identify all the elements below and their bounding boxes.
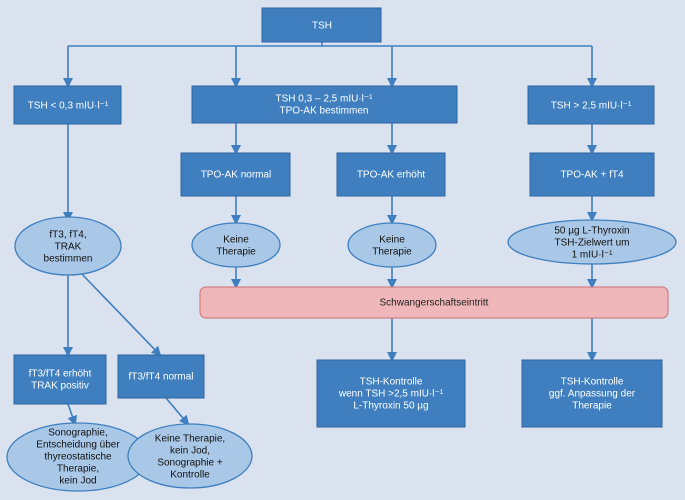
label-line: Keine Therapie,: [155, 434, 225, 445]
label-line: TPO-AK erhöht: [357, 170, 426, 181]
label-line: fT3/fT4 normal: [128, 372, 193, 383]
label-line: TRAK positiv: [31, 381, 89, 392]
label-line: TPO-AK bestimmen: [280, 106, 369, 117]
label-line: Therapie,: [57, 464, 99, 475]
tsh-low-label: TSH < 0,3 mIU·l⁻¹: [28, 101, 109, 112]
tsh-high-box: [527, 85, 655, 125]
label-line: kein Jod: [59, 476, 96, 487]
label-line: Schwangerschaftseintritt: [380, 298, 489, 309]
no-therapy-label: Keine Therapie,kein Jod,Sonographie +Kon…: [155, 434, 225, 481]
label-line: TPO-AK normal: [201, 170, 272, 181]
tsh-low-box: [13, 85, 122, 125]
thyroxin-oval: [507, 219, 677, 265]
ft3-normal-label: fT3/fT4 normal: [128, 372, 193, 383]
pregnancy-label: Schwangerschaftseintritt: [380, 298, 489, 309]
label-line: Entscheidung über: [36, 440, 120, 451]
control-2-box: [521, 359, 663, 428]
ft3-high-box: [13, 354, 107, 405]
label-line: Keine: [379, 235, 405, 246]
tpo-high-box: [336, 152, 446, 197]
label-line: Therapie: [216, 247, 256, 258]
label-line: TSH: [312, 21, 332, 32]
label-line: Kontrolle: [170, 470, 210, 481]
tpo-normal-label: TPO-AK normal: [201, 170, 272, 181]
label-line: TRAK: [55, 242, 82, 253]
no-therapy-oval: [127, 423, 253, 489]
label-line: fT3, fT4,: [49, 230, 86, 241]
tpo-high-label: TPO-AK erhöht: [357, 170, 426, 181]
label-line: fT3/fT4 erhöht: [29, 369, 92, 380]
label-line: 1 mIU·l⁻¹: [572, 250, 614, 261]
process-boxes: [13, 7, 663, 428]
tsh-box: [261, 7, 382, 43]
arrow-to-no-therapy: [165, 397, 190, 426]
label-line: wenn TSH >2,5 mIU·l⁻¹: [338, 389, 444, 400]
tpo-ft4-label: TPO-AK + fT4: [560, 170, 624, 181]
label-line: Keine: [223, 235, 249, 246]
keine-2-oval: [347, 222, 437, 268]
tsh-label: TSH: [312, 21, 332, 32]
label-line: Sonographie +: [157, 458, 222, 469]
label-line: Therapie: [372, 247, 412, 258]
label-line: Therapie: [572, 401, 612, 412]
arrow-to-ft3-normal: [77, 269, 162, 357]
connectors: [63, 42, 597, 426]
label-line: TSH > 2,5 mIU·l⁻¹: [551, 101, 632, 112]
control-1-box: [316, 359, 466, 428]
label-line: Sonographie,: [48, 428, 108, 439]
decision-ovals: [6, 216, 677, 492]
label-line: 50 µg L-Thyroxin: [554, 226, 629, 237]
label-line: ggf. Anpassung der: [549, 389, 636, 400]
arrow-to-sono: [67, 403, 78, 426]
tsh-high-label: TSH > 2,5 mIU·l⁻¹: [551, 101, 632, 112]
ft3-normal-box: [117, 354, 205, 399]
label-line: thyreostatische: [44, 452, 112, 463]
label-line: TSH 0,3 – 2,5 mIU·l⁻¹: [276, 94, 374, 105]
tsh-mid-box: [191, 85, 458, 124]
keine-1-oval: [191, 222, 281, 268]
label-line: TPO-AK + fT4: [560, 170, 624, 181]
label-line: TSH-Kontrolle: [360, 377, 423, 388]
ft3-test-oval: [14, 216, 122, 276]
label-line: TSH-Zielwert um: [554, 238, 629, 249]
label-line: TSH < 0,3 mIU·l⁻¹: [28, 101, 109, 112]
label-line: kein Jod,: [170, 446, 210, 457]
pregnancy-bar: [199, 286, 669, 319]
label-line: TSH-Kontrolle: [561, 377, 624, 388]
label-line: bestimmen: [44, 254, 93, 265]
tpo-ft4-box: [529, 152, 655, 197]
label-line: L-Thyroxin 50 µg: [353, 401, 428, 412]
tpo-normal-box: [180, 152, 291, 197]
